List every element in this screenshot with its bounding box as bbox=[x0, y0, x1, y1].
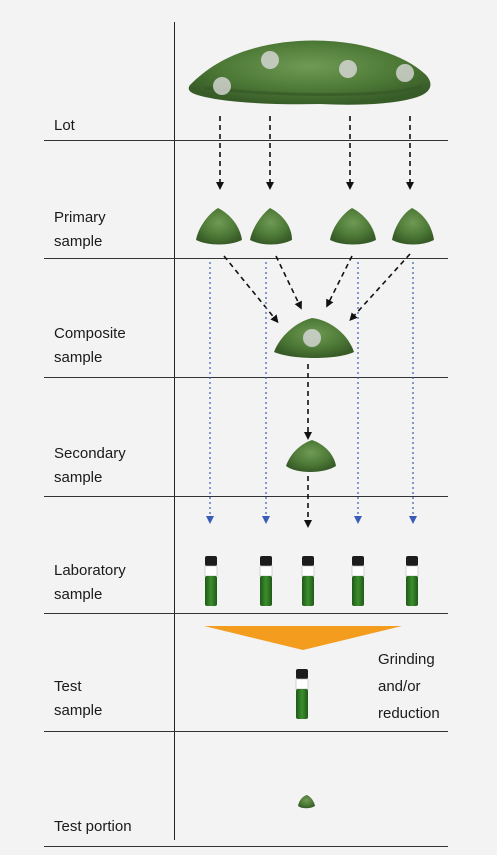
label-test-portion: Test portion bbox=[54, 818, 132, 835]
primary-pile bbox=[196, 208, 242, 245]
divider-secondary bbox=[44, 496, 448, 497]
label-laboratory-sample: Laboratory sample bbox=[54, 562, 126, 603]
divider-laboratory bbox=[44, 613, 448, 614]
primary-pile bbox=[250, 208, 292, 245]
divider-portion bbox=[44, 846, 448, 847]
test-sample-vial bbox=[295, 669, 309, 719]
lot-subsample-mark bbox=[339, 60, 357, 78]
composite-subsample-mark bbox=[303, 329, 321, 347]
vial bbox=[301, 556, 315, 606]
secondary-pile bbox=[286, 440, 336, 472]
divider-primary bbox=[44, 258, 448, 259]
test-portion-pile bbox=[298, 795, 315, 809]
vial bbox=[259, 556, 273, 606]
grinding-note: Grinding and/or reduction bbox=[378, 651, 440, 722]
divider-composite bbox=[44, 377, 448, 378]
label-primary-sample: Primary sample bbox=[54, 209, 106, 250]
lot-to-primary-arrows bbox=[216, 116, 414, 190]
lot-subsample-mark bbox=[396, 64, 414, 82]
label-test-sample: Test sample bbox=[54, 678, 103, 719]
lot-pile bbox=[188, 40, 431, 105]
lot-subsample-mark bbox=[213, 77, 231, 95]
vial bbox=[405, 556, 419, 606]
divider-test bbox=[44, 731, 448, 732]
divider-lot bbox=[44, 140, 448, 141]
primary-pile bbox=[330, 208, 376, 245]
primary-sample-piles bbox=[196, 208, 434, 245]
vertical-divider bbox=[174, 22, 175, 840]
primary-pile bbox=[392, 208, 434, 245]
vial bbox=[351, 556, 365, 606]
primary-to-composite-arrows bbox=[223, 253, 411, 324]
primary-to-laboratory-arrows bbox=[206, 262, 417, 524]
label-secondary-sample: Secondary sample bbox=[54, 445, 126, 486]
composite-pile bbox=[274, 318, 354, 358]
label-lot: Lot bbox=[54, 117, 75, 134]
vial bbox=[204, 556, 218, 606]
label-composite-sample: Composite sample bbox=[54, 325, 126, 366]
reduction-funnel bbox=[204, 626, 402, 650]
lot-subsample-mark bbox=[261, 51, 279, 69]
laboratory-vials bbox=[204, 556, 419, 606]
